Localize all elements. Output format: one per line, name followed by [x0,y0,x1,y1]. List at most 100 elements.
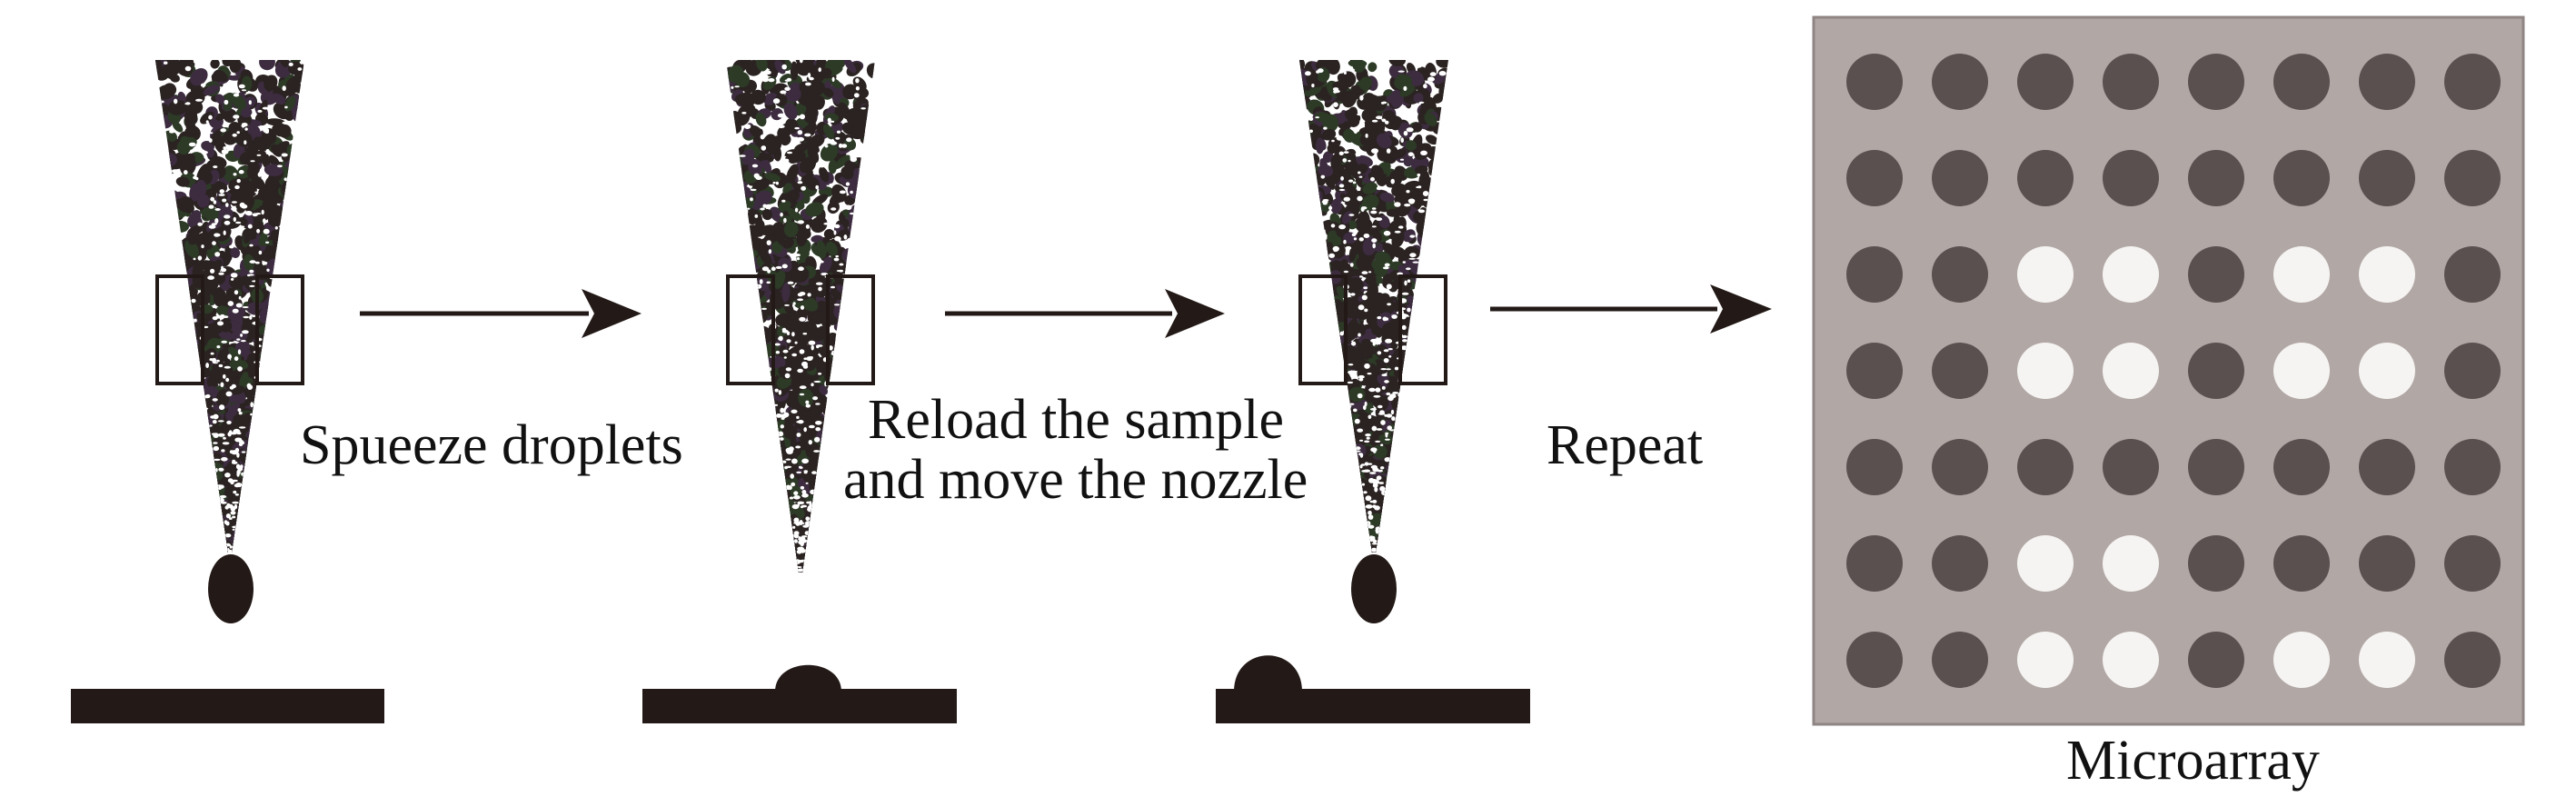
cell-gap [1373,394,1381,398]
cell-speck [1379,192,1395,203]
cell-gap [823,222,831,225]
cell-speck [1375,344,1388,360]
cell-speck [176,61,194,76]
cell-gap [218,497,224,503]
cell-gap [1370,210,1378,214]
cell-gap [1343,239,1347,244]
cell-gap [785,367,792,372]
cell-gap [1355,152,1362,157]
cell-gap [798,538,802,541]
cell-gap [220,267,227,273]
cell-speck [791,353,802,366]
cell-speck [1402,229,1416,243]
cell-speck [1336,285,1347,298]
cell-gap [807,293,811,297]
cell-gap [796,568,803,573]
cell-gap [746,207,751,210]
cell-gap [1376,217,1383,222]
cell-speck [1321,129,1337,141]
cell-speck [782,237,794,249]
spot-dark [2444,439,2501,495]
cell-gap [801,535,808,538]
cell-gap [238,483,242,488]
cell-gap [238,84,245,89]
cell-gap [797,293,803,297]
cell-gap [225,521,230,526]
step-1-label: Spueeze droplets [300,414,683,476]
cell-gap [219,494,227,499]
cell-gap [800,114,805,120]
cell-gap [1368,510,1372,515]
cell-speck [1368,299,1384,316]
cell-gap [1384,380,1389,384]
cell-speck [1353,325,1365,335]
cell-speck [229,60,242,74]
cell-gap [232,525,237,529]
cell-speck [816,240,827,259]
cell-gap [246,383,252,389]
cell-speck [237,114,252,126]
cell-gap [244,140,247,144]
cell-speck [771,135,782,147]
cell-gap [163,61,168,65]
cell-gap [796,415,800,419]
cell-speck [254,245,262,260]
cell-speck [1358,76,1373,91]
cell-gap [247,274,251,277]
cell-gap [235,221,242,224]
cell-gap [1429,72,1437,76]
cell-speck [187,229,200,245]
cell-gap [226,420,232,424]
cell-gap [1365,495,1372,502]
cell-speck [763,173,781,182]
cell-gap [1381,385,1386,390]
cell-gap [755,175,762,180]
cell-gap [1406,267,1411,271]
cell-speck [222,330,233,341]
cell-gap [231,461,238,464]
cell-gap [191,298,196,304]
cell-gap [765,70,771,75]
cell-gap [798,266,804,272]
cell-gap [808,440,812,445]
cell-gap [805,516,811,521]
arrow-2-head [1165,289,1225,338]
cell-speck [1348,386,1366,403]
cell-gap [815,421,822,425]
cell-speck [811,65,821,75]
cell-gap [1308,116,1314,121]
cell-gap [1401,334,1407,339]
cell-gap [213,458,221,462]
cell-gap [780,212,783,217]
cell-gap [783,217,787,224]
cell-gap [830,351,836,356]
cell-gap [800,541,804,545]
cell-gap [799,520,803,525]
cell-gap [777,113,785,118]
spot-dark [1932,54,1988,110]
cell-speck [155,60,163,75]
cell-gap [838,143,843,148]
cell-gap [761,266,770,272]
cell-speck [795,60,815,69]
cell-gap [1402,339,1407,343]
cell-gap [1359,95,1364,101]
cell-speck [1371,118,1386,135]
cell-speck [228,274,243,289]
cell-gap [1401,324,1407,330]
spot-dark [2017,439,2074,495]
cell-gap [800,305,805,310]
cell-gap [1416,186,1420,188]
cell-gap [775,265,782,269]
cell-speck [1382,243,1396,254]
cell-speck [805,136,820,153]
cell-speck [1330,198,1343,214]
cell-gap [786,449,793,454]
cell-gap [1390,409,1395,415]
nozzle-1-droplet [208,554,254,623]
cell-gap [1357,428,1364,433]
cell-gap [1363,404,1367,411]
cell-gap [229,450,234,454]
cell-gap [223,315,229,318]
